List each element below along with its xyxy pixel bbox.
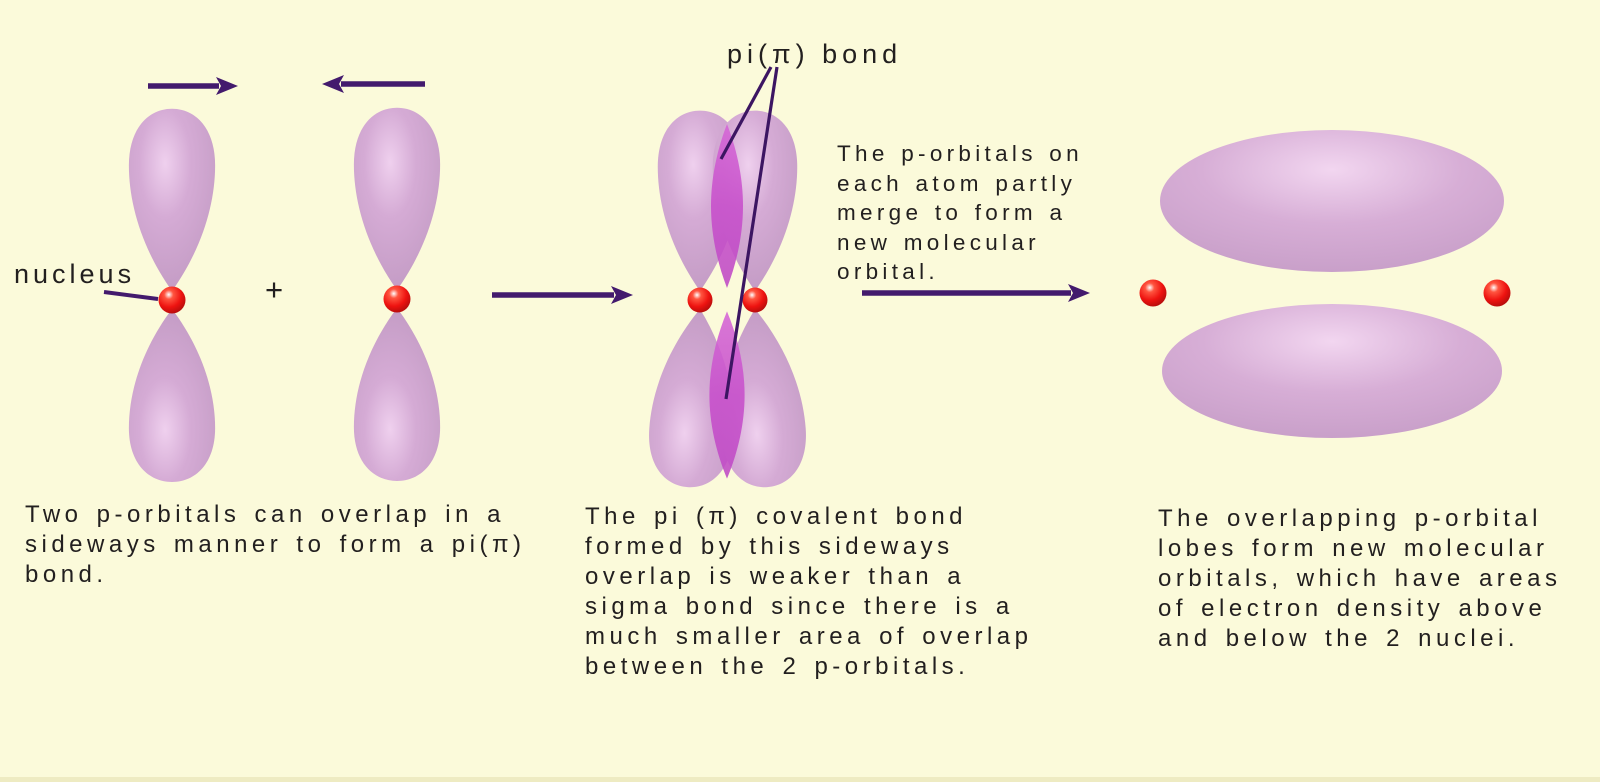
nucleus-sphere [1483,279,1511,307]
p-orbital-lobe [353,308,441,481]
nucleus-sphere [158,286,186,314]
electron-density-lobe-top [1160,130,1504,272]
pi-bond-pointer-line-bottom [724,66,779,400]
nucleus-sphere [687,287,713,313]
electron-density-lobe-bottom [1162,304,1502,438]
nucleus-sphere [383,285,411,313]
nucleus-sphere [1139,279,1167,307]
nucleus-pointer-line [103,290,159,301]
pi-bond-pointer-line-top [719,66,773,160]
pi-bond-label: pi(π) bond [727,39,903,69]
p-orbital-2 [353,107,441,481]
nucleus-sphere [742,287,768,313]
molecular-orbital [1139,130,1511,438]
p-orbital-lobe [128,309,216,482]
plus-sign: + [265,272,284,307]
p-orbital-1 [128,108,216,482]
bottom-edge-strip [0,777,1600,782]
p-orbital-lobe [353,107,441,290]
overlapping-p-orbitals [645,110,810,491]
p-orbital-lobe [128,108,216,291]
nucleus-label: nucleus [14,259,136,289]
